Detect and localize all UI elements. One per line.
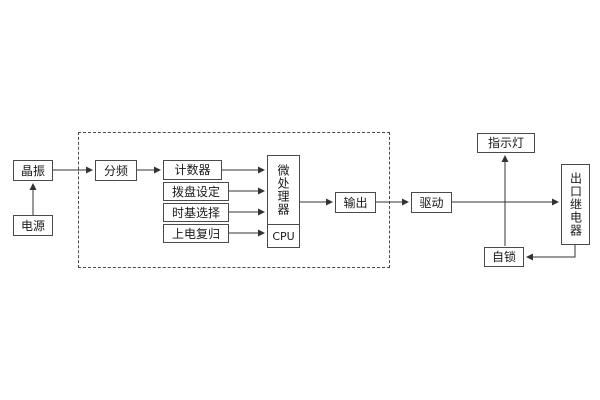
block-drive: 驱动 <box>411 192 452 213</box>
microprocessor-label: 微处理器 <box>276 164 290 216</box>
block-power: 电源 <box>13 215 53 236</box>
dashed-module-frame <box>78 132 390 268</box>
block-timebase-select: 时基选择 <box>163 203 229 222</box>
block-divider: 分频 <box>95 160 137 181</box>
arrow-relay-to-selflock <box>526 245 576 261</box>
block-microprocessor: 微处理器 CPU <box>267 155 300 248</box>
cpu-label: CPU <box>268 224 299 247</box>
block-power-on-reset: 上电复归 <box>163 224 229 243</box>
block-counter: 计数器 <box>163 160 222 180</box>
block-output: 输出 <box>335 192 376 213</box>
block-indicator-lamp: 指示灯 <box>477 133 535 153</box>
block-dial-setting: 拨盘设定 <box>163 182 229 201</box>
block-outlet-relay: 出口继电器 <box>561 164 590 245</box>
block-self-lock: 自锁 <box>484 247 524 267</box>
block-crystal: 晶振 <box>13 160 53 181</box>
